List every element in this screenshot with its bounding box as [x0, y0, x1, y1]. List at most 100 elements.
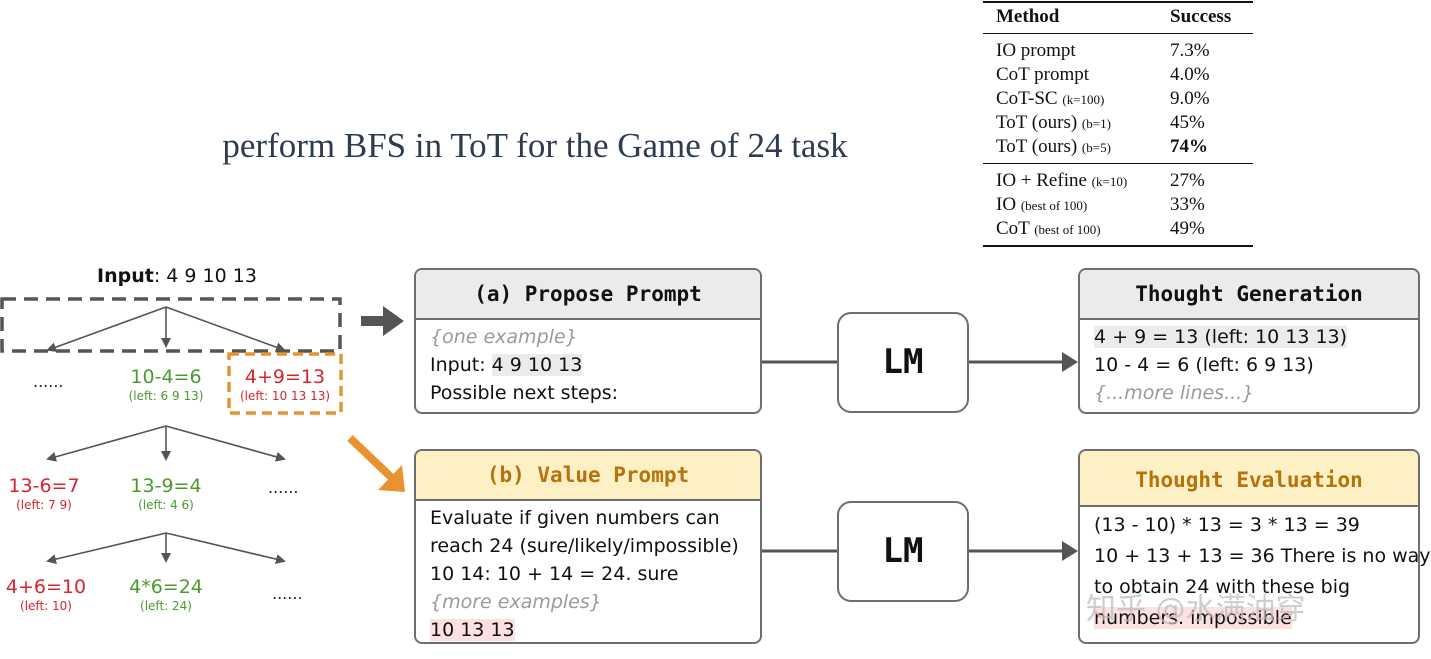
row-method: ToT (ours)	[996, 136, 1078, 157]
propose-arrow	[361, 306, 404, 336]
tree-ellipsis: ......	[33, 372, 64, 391]
node-remaining: (left: 4 6)	[138, 498, 194, 512]
table-top-rule	[983, 1, 1253, 3]
row-param: (b=1)	[1081, 116, 1111, 131]
row-method: CoT	[996, 218, 1030, 239]
tree-node: 10-4=6 (left: 6 9 13)	[106, 366, 226, 404]
flow-lines	[762, 360, 1066, 553]
value-line: reach 24 (sure/likely/impossible)	[430, 535, 739, 557]
value-prompt-box: (b) Value Prompt Evaluate if given numbe…	[414, 449, 762, 644]
thought-generation-box: Thought Generation 4 + 9 = 13 (left: 10 …	[1078, 268, 1420, 414]
node-equation: 4+6=10	[5, 576, 87, 598]
row-param: (best of 100)	[1034, 222, 1101, 237]
tree-branches-level2	[46, 425, 286, 462]
thought-evaluation-header: Thought Evaluation	[1080, 451, 1418, 507]
value-line: 10 14: 10 + 14 = 24. sure	[430, 563, 679, 585]
watermark: 知乎 @水满油穿	[1086, 592, 1306, 627]
row-method: CoT-SC	[996, 88, 1058, 109]
row-param: (best of 100)	[1020, 198, 1088, 213]
page-title: perform BFS in ToT for the Game of 24 ta…	[222, 126, 848, 165]
row-success: 74%	[1170, 136, 1208, 157]
evaluation-line: numbers. impossible	[1094, 607, 1292, 629]
table-header-row: Method Success	[996, 5, 1246, 29]
results-table: Method Success IO prompt 7.3% CoT prompt…	[983, 0, 1253, 250]
arrowhead-evaluation	[1062, 541, 1078, 561]
table-bottom-rule	[983, 245, 1253, 247]
table-mid-rule	[983, 163, 1253, 164]
row-success: 45%	[1170, 112, 1205, 133]
tree-ellipsis: ......	[268, 478, 299, 497]
table-header-rule	[983, 33, 1253, 34]
propose-input-value: 4 9 10 13	[491, 354, 583, 376]
propose-input-prefix: Input:	[430, 354, 492, 376]
row-success: 4.0%	[1170, 64, 1210, 85]
table-row: CoT-SC (k=100) 9.0%	[996, 87, 1246, 111]
node-remaining: (left: 24)	[140, 599, 192, 613]
tree-ellipsis: ......	[272, 584, 303, 603]
header-method: Method	[996, 6, 1060, 27]
row-success: 9.0%	[1170, 88, 1210, 109]
table-row: ToT (ours) (b=1) 45%	[996, 111, 1246, 135]
row-success: 49%	[1170, 218, 1205, 239]
thought-generation-header: Thought Generation	[1080, 270, 1418, 320]
thought-evaluation-box: Thought Evaluation (13 - 10) * 13 = 3 * …	[1078, 449, 1431, 644]
node-equation: 13-9=4	[130, 475, 202, 497]
tree-branches-level3	[46, 532, 286, 565]
tree-node: 13-6=7 (left: 7 9)	[0, 475, 88, 513]
value-line: Evaluate if given numbers can	[430, 507, 720, 529]
generation-line: 4 + 9 = 13 (left: 10 13 13)	[1094, 326, 1348, 348]
generation-line: 10 - 4 = 6 (left: 6 9 13)	[1094, 354, 1314, 376]
row-method: ToT (ours)	[996, 112, 1078, 133]
header-success: Success	[1170, 6, 1232, 27]
tree-node: 4*6=24 (left: 24)	[106, 576, 226, 614]
tree-branches-level1	[46, 306, 286, 352]
row-param: (b=5)	[1081, 140, 1111, 155]
row-success: 7.3%	[1170, 40, 1210, 61]
table-row: IO (best of 100) 33%	[996, 193, 1246, 217]
value-arrow	[347, 435, 405, 492]
tree-node-selected: 4+9=13 (left: 10 13 13)	[225, 366, 345, 404]
input-label: Input	[97, 265, 154, 287]
evaluation-line: 10 + 13 + 13 = 36 There is no way	[1094, 545, 1431, 567]
arrowhead-generation	[1062, 352, 1078, 372]
row-success: 27%	[1170, 170, 1205, 191]
row-success: 33%	[1170, 194, 1205, 215]
table-row: CoT (best of 100) 49%	[996, 217, 1246, 241]
node-remaining: (left: 10 13 13)	[239, 389, 331, 403]
value-more-examples: {more examples}	[430, 591, 602, 613]
table-row: ToT (ours) (b=5) 74%	[996, 135, 1246, 159]
node-equation: 4*6=24	[129, 576, 203, 598]
row-method: IO	[996, 194, 1017, 215]
lm-box-propose: LM	[837, 312, 969, 413]
generation-more-lines: {...more lines...}	[1094, 382, 1255, 404]
row-method: IO prompt	[996, 40, 1076, 61]
input-numbers: : 4 9 10 13	[153, 265, 257, 287]
propose-next-steps: Possible next steps:	[430, 382, 619, 404]
node-equation: 13-6=7	[8, 475, 80, 497]
propose-example: {one example}	[430, 326, 578, 348]
row-param: (k=10)	[1091, 174, 1128, 189]
tree-node: 4+6=10 (left: 10)	[0, 576, 92, 614]
node-remaining: (left: 7 9)	[16, 498, 72, 512]
row-method: IO + Refine	[996, 170, 1087, 191]
tree-node: 13-9=4 (left: 4 6)	[106, 475, 226, 513]
node-equation: 4+9=13	[244, 366, 326, 388]
row-param: (k=100)	[1062, 92, 1105, 107]
node-equation: 10-4=6	[130, 366, 202, 388]
propose-prompt-box: (a) Propose Prompt {one example} Input: …	[414, 268, 762, 414]
value-prompt-header: (b) Value Prompt	[416, 451, 760, 501]
evaluation-line: (13 - 10) * 13 = 3 * 13 = 39	[1094, 514, 1360, 536]
tree-input: Input: 4 9 10 13	[97, 265, 257, 287]
evaluation-line: to obtain 24 with these big	[1094, 576, 1351, 598]
table-row: CoT prompt 4.0%	[996, 63, 1246, 87]
selected-node-box	[227, 352, 343, 415]
table-row: IO prompt 7.3%	[996, 39, 1246, 63]
lm-box-value: LM	[837, 501, 969, 602]
row-method: CoT prompt	[996, 64, 1090, 85]
input-frontier-box	[0, 297, 342, 353]
value-query: 10 13 13	[430, 619, 515, 641]
propose-prompt-header: (a) Propose Prompt	[416, 270, 760, 320]
node-remaining: (left: 10)	[20, 599, 72, 613]
node-remaining: (left: 6 9 13)	[128, 389, 204, 403]
